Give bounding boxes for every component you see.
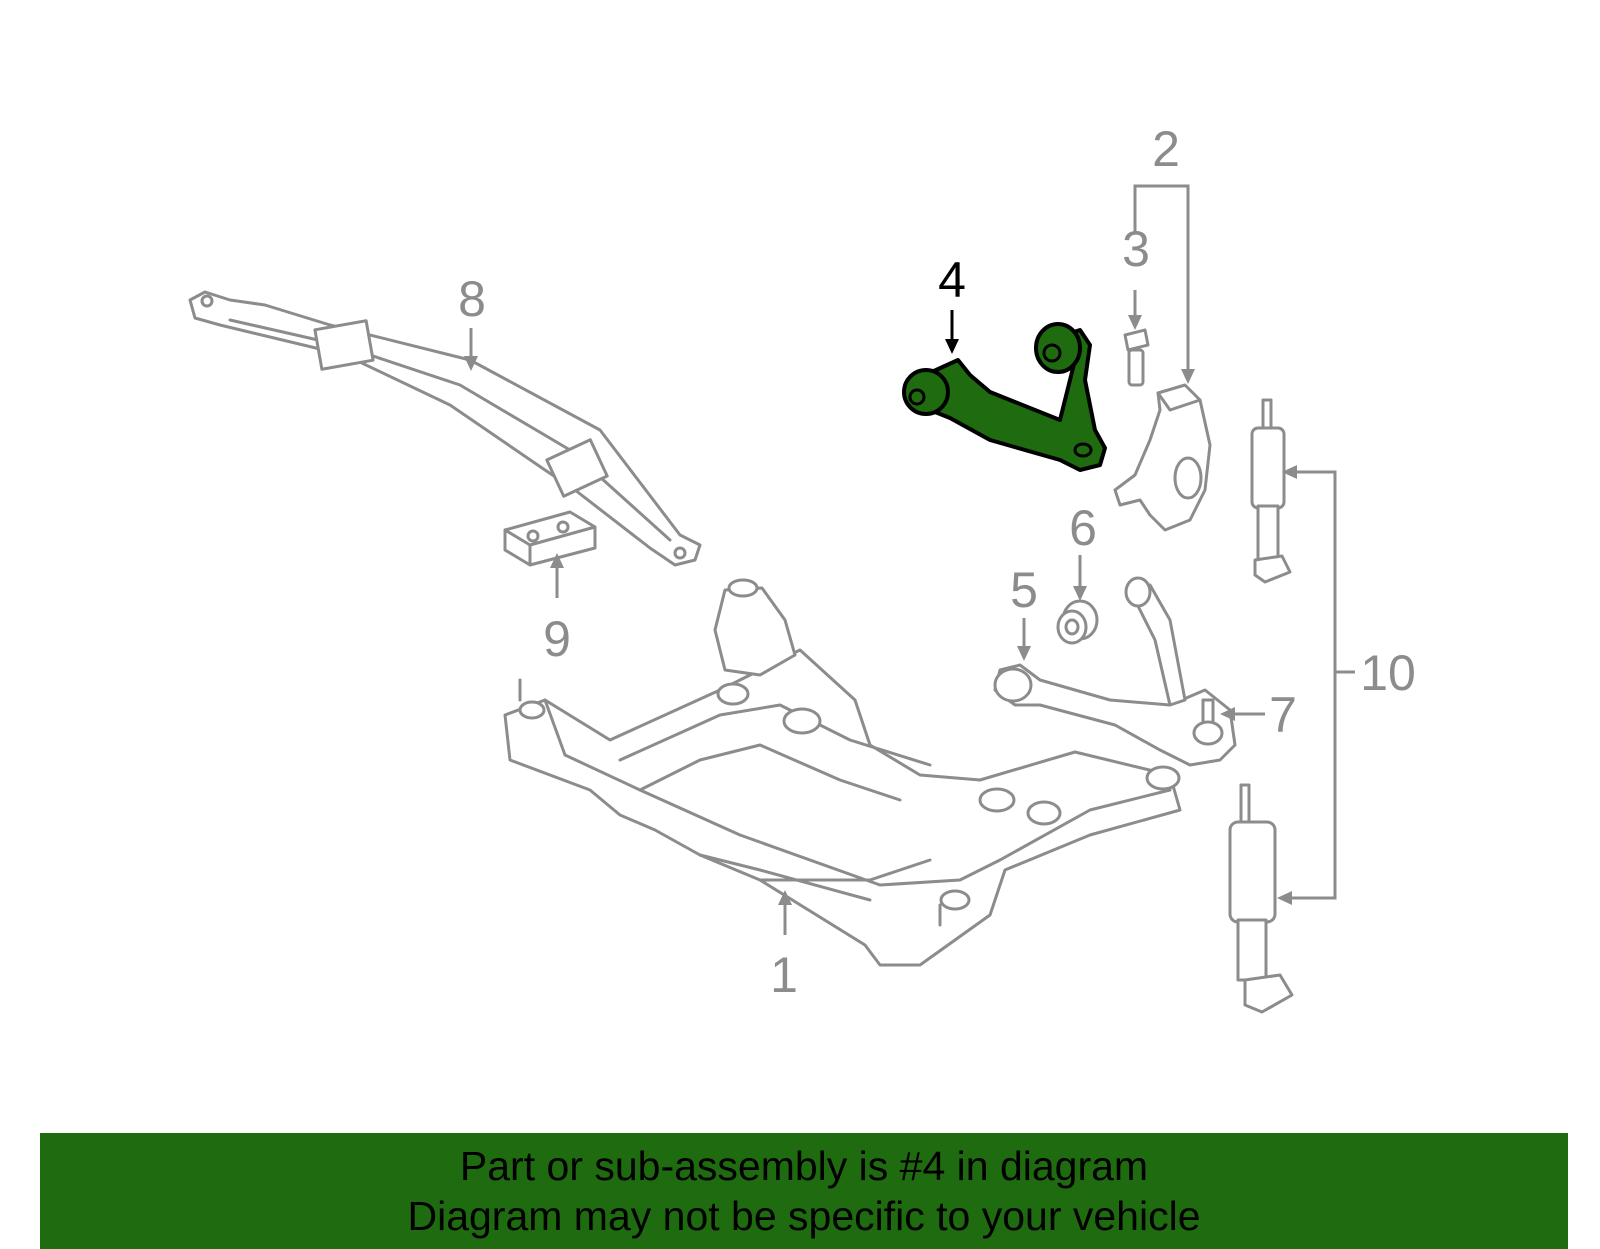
leader-lines xyxy=(464,184,1355,935)
callout-9: 9 xyxy=(543,611,571,667)
bushing-part-6 xyxy=(1056,599,1099,645)
ball-joint-part-7 xyxy=(1192,698,1224,746)
info-banner: Part or sub-assembly is #4 in diagram Di… xyxy=(40,1133,1568,1249)
bolt-part-3 xyxy=(1123,328,1150,387)
banner-line-part-number: Part or sub-assembly is #4 in diagram xyxy=(459,1143,1149,1189)
leaf-spring-part-8 xyxy=(188,290,702,567)
upper-control-arm-part-4[interactable] xyxy=(902,322,1107,472)
callout-7: 7 xyxy=(1269,687,1297,743)
callout-6: 6 xyxy=(1069,500,1097,556)
banner-line-disclaimer: Diagram may not be specific to your vehi… xyxy=(407,1193,1201,1239)
callout-4: 4 xyxy=(938,252,966,308)
spring-pad-part-9 xyxy=(503,510,597,567)
callout-10: 10 xyxy=(1360,645,1416,701)
callout-5: 5 xyxy=(1010,562,1038,618)
crossmember-part-1 xyxy=(503,578,1182,967)
steering-knuckle-part-2 xyxy=(1113,383,1212,532)
shock-absorber-upper-part-10 xyxy=(1250,398,1292,584)
shock-absorber-lower-part-10 xyxy=(1228,783,1294,1014)
lower-control-arm-part-5 xyxy=(993,576,1237,767)
callout-3: 3 xyxy=(1122,221,1150,277)
callout-2: 2 xyxy=(1152,121,1180,177)
callout-1: 1 xyxy=(770,947,798,1003)
callout-8: 8 xyxy=(458,271,486,327)
